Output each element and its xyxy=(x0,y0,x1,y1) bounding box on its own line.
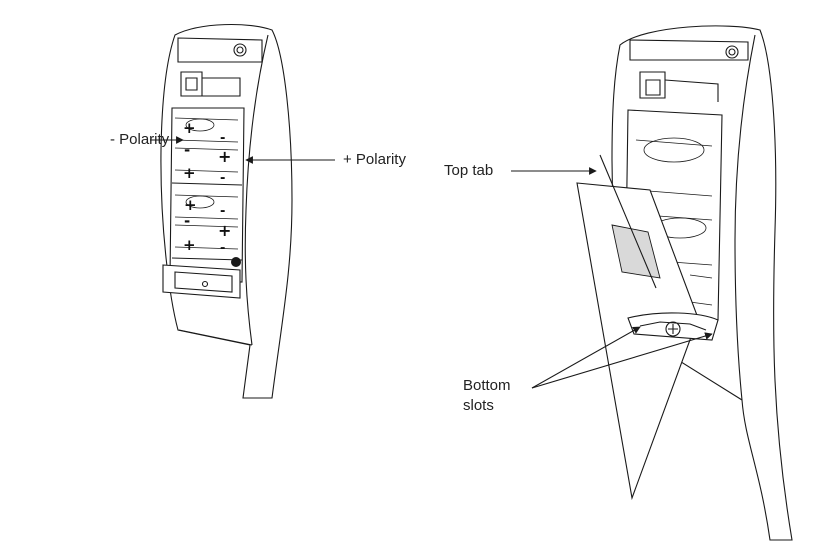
svg-text:-: - xyxy=(184,212,190,230)
right-remote-cover-installing xyxy=(576,25,793,541)
svg-text:-: - xyxy=(184,141,190,159)
negative-polarity-label: - Polarity xyxy=(110,131,170,148)
cover-label-area xyxy=(611,224,661,279)
bottom-slots-label-line1: Bottom xyxy=(463,377,511,394)
screw-icon xyxy=(665,321,681,337)
left-remote-body xyxy=(160,23,293,399)
positive-polarity-label: + Polarity xyxy=(343,151,406,168)
left-bottom-plate xyxy=(162,264,241,299)
svg-text:+: + xyxy=(183,164,196,182)
left-battery-stack: + - - + + - + - - + + - xyxy=(171,117,243,267)
svg-text:-: - xyxy=(220,171,225,186)
callout-negative-polarity: - Polarity xyxy=(110,131,184,148)
callout-top-tab: Top tab xyxy=(444,162,597,179)
callout-bottom-slots: Bottom slots xyxy=(463,326,713,414)
svg-text:+: + xyxy=(218,147,231,166)
callout-positive-polarity: + Polarity xyxy=(245,151,406,168)
bottom-slots-label-line2: slots xyxy=(463,397,494,414)
svg-text:-: - xyxy=(220,204,225,219)
top-tab xyxy=(599,154,657,289)
svg-text:-: - xyxy=(220,241,225,256)
svg-text:+: + xyxy=(218,221,231,240)
svg-text:+: + xyxy=(183,236,196,254)
left-remote-open-compartment: + - - + + - + - - + + - xyxy=(160,23,293,399)
top-tab-label: Top tab xyxy=(444,162,493,179)
svg-text:+: + xyxy=(184,196,197,214)
svg-text:-: - xyxy=(220,131,225,146)
svg-text:+: + xyxy=(183,119,196,137)
